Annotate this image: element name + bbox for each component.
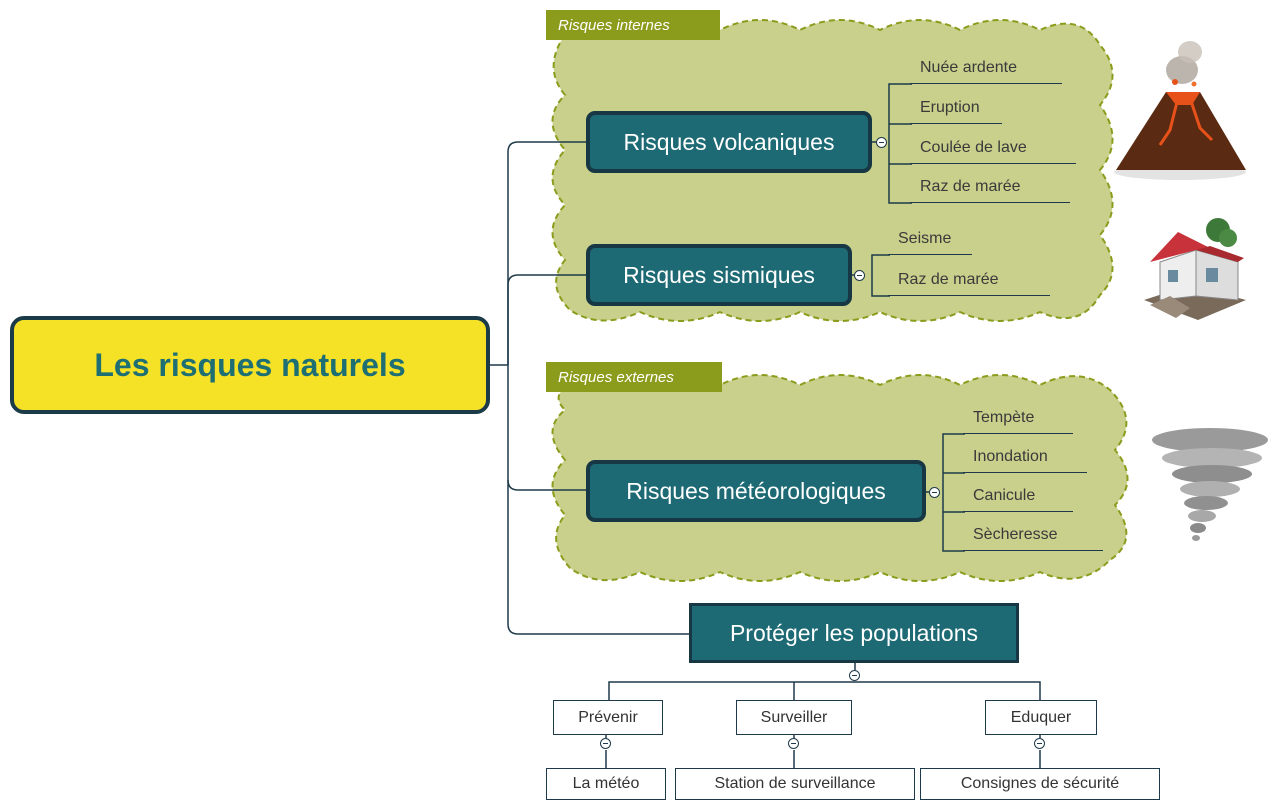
subtopic-volcanic-eruption[interactable]: Eruption xyxy=(910,98,1002,124)
topic-seismic-risks[interactable]: Risques sismiques xyxy=(586,244,852,306)
subtopic-prevenir[interactable]: Prévenir xyxy=(553,700,663,735)
topic-meteorological-risks[interactable]: Risques météorologiques xyxy=(586,460,926,522)
subtopic-consignes-de-securite[interactable]: Consignes de sécurité xyxy=(920,768,1160,800)
subtopic-station-de-surveillance[interactable]: Station de surveillance xyxy=(675,768,915,800)
subtopic-meteo-tempete[interactable]: Tempète xyxy=(963,408,1073,434)
connector-to-protect xyxy=(507,480,690,635)
topic-volcanic-risks[interactable]: Risques volcaniques xyxy=(586,111,872,173)
connector-meteorological-bracket xyxy=(925,433,965,552)
connector-protect-children xyxy=(608,663,1041,700)
collapse-toggle-seismic[interactable] xyxy=(854,270,865,281)
collapse-toggle-surveiller[interactable] xyxy=(788,738,799,749)
topic-protect-populations[interactable]: Protéger les populations xyxy=(689,603,1019,663)
subtopic-surveiller[interactable]: Surveiller xyxy=(736,700,852,735)
collapse-toggle-prevenir[interactable] xyxy=(600,738,611,749)
boundary-label-external: Risques externes xyxy=(546,362,722,392)
subtopic-volcanic-raz-de-maree[interactable]: Raz de marée xyxy=(910,177,1070,203)
collapse-toggle-eduquer[interactable] xyxy=(1034,738,1045,749)
boundary-label-internal: Risques internes xyxy=(546,10,720,40)
connector-volcanic-bracket xyxy=(870,83,912,204)
subtopic-meteo-canicule[interactable]: Canicule xyxy=(963,486,1073,512)
collapse-toggle-protect[interactable] xyxy=(849,670,860,681)
volcano-illustration xyxy=(1114,41,1246,180)
subtopic-la-meteo[interactable]: La météo xyxy=(546,768,666,800)
tornado-illustration xyxy=(1152,428,1268,541)
connector-to-volcanic xyxy=(507,141,588,365)
subtopic-volcanic-nuee-ardente[interactable]: Nuée ardente xyxy=(910,58,1062,84)
earthquake-house-illustration xyxy=(1144,218,1246,320)
subtopic-eduquer[interactable]: Eduquer xyxy=(985,700,1097,735)
connector-to-seismic xyxy=(507,274,588,365)
subtopic-seismic-raz-de-maree[interactable]: Raz de marée xyxy=(888,270,1050,296)
subtopic-volcanic-coulee-de-lave[interactable]: Coulée de lave xyxy=(910,138,1076,164)
subtopic-meteo-inondation[interactable]: Inondation xyxy=(963,447,1087,473)
subtopic-seismic-seisme[interactable]: Seisme xyxy=(888,229,972,255)
collapse-toggle-volcanic[interactable] xyxy=(876,137,887,148)
collapse-toggle-meteorological[interactable] xyxy=(929,487,940,498)
root-topic[interactable]: Les risques naturels xyxy=(10,316,490,414)
subtopic-meteo-secheresse[interactable]: Sècheresse xyxy=(963,525,1103,551)
